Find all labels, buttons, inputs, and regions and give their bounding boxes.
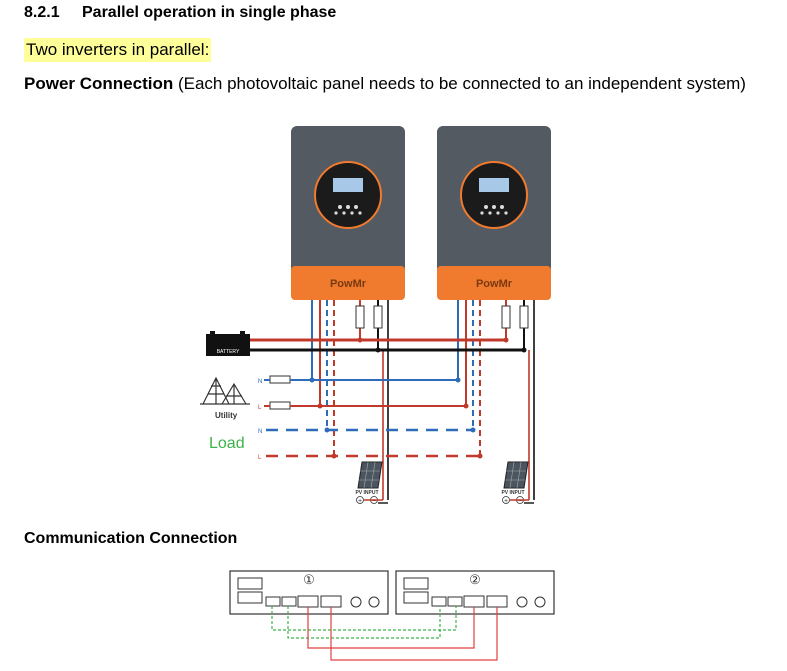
comm-cable-green-1	[271, 606, 457, 631]
section-number: 8.2.1	[24, 4, 60, 21]
comm-cable-red-2	[330, 607, 498, 661]
comm-unit-1-port-b	[281, 596, 297, 607]
comm-unit-2-port-c	[463, 595, 485, 608]
load-label: Load	[209, 435, 245, 452]
inverter-2-display	[460, 161, 528, 229]
inverter-2: PowMr	[437, 126, 551, 300]
inverter-2-brand: PowMr	[476, 278, 513, 290]
comm-unit-1-number: ①	[303, 572, 315, 587]
communication-title: Communication Connection	[24, 530, 238, 547]
section-title: Parallel operation in single phase	[82, 4, 337, 21]
comm-cable-green-2	[287, 606, 441, 639]
comm-unit-2-number: ②	[469, 572, 481, 587]
inverter-1-base	[291, 266, 405, 300]
comm-unit-1-port-a	[265, 596, 281, 607]
inverter-1-breaker-pv	[373, 305, 383, 329]
utility-n-breaker	[269, 375, 291, 384]
pv-input-label-2: PV INPUT	[501, 490, 524, 496]
utility-pylon-icon	[200, 376, 250, 405]
inverter-1-breaker-dc	[355, 305, 365, 329]
utility-label: Utility	[215, 411, 238, 420]
inverter-1-lcd	[333, 178, 363, 192]
power-connection-line: Power Connection (Each photovoltaic pane…	[24, 74, 746, 94]
pv-input-label-1: PV INPUT	[355, 490, 378, 496]
pv-panel-2: PV INPUT + −	[501, 461, 534, 505]
comm-cable-red-1	[307, 607, 475, 649]
inverter-2-lcd	[479, 178, 509, 192]
utility-n-label: N	[258, 379, 262, 385]
inverter-1: PowMr	[291, 126, 405, 300]
comm-unit-1-port-c	[297, 595, 319, 608]
inverter-1-brand: PowMr	[330, 278, 367, 290]
power-connection-label: Power Connection	[24, 74, 174, 93]
section-heading: 8.2.1 Parallel operation in single phase	[24, 4, 336, 22]
inverter-2-base	[437, 266, 551, 300]
comm-unit-2-port-b	[447, 596, 463, 607]
pv-minus-1: −	[372, 498, 376, 505]
comm-unit-2: ②	[395, 570, 555, 615]
inverter-2-breaker-dc	[501, 305, 511, 329]
inverter-2-breaker-pv	[519, 305, 529, 329]
comm-unit-1-port-d	[320, 595, 342, 608]
load-n-label: N	[258, 429, 262, 435]
comm-unit-1: ①	[229, 570, 389, 615]
pv-panel-1: PV INPUT + −	[355, 461, 388, 505]
comm-unit-2-port-a	[431, 596, 447, 607]
pv-plus-1: +	[358, 498, 362, 505]
utility-l-breaker	[269, 401, 291, 410]
battery-label: BATTERY	[217, 349, 240, 355]
power-connection-note: (Each photovoltaic panel needs to be con…	[177, 74, 746, 93]
pv-minus-2: −	[518, 498, 522, 505]
subtitle-highlight: Two inverters in parallel:	[24, 38, 212, 62]
comm-unit-2-port-d	[486, 595, 508, 608]
battery-icon: BATTERY	[206, 331, 250, 356]
pv-plus-2: +	[504, 498, 508, 505]
inverter-1-display	[314, 161, 382, 229]
load-l-label: L	[258, 455, 262, 461]
utility-l-label: L	[258, 405, 262, 411]
